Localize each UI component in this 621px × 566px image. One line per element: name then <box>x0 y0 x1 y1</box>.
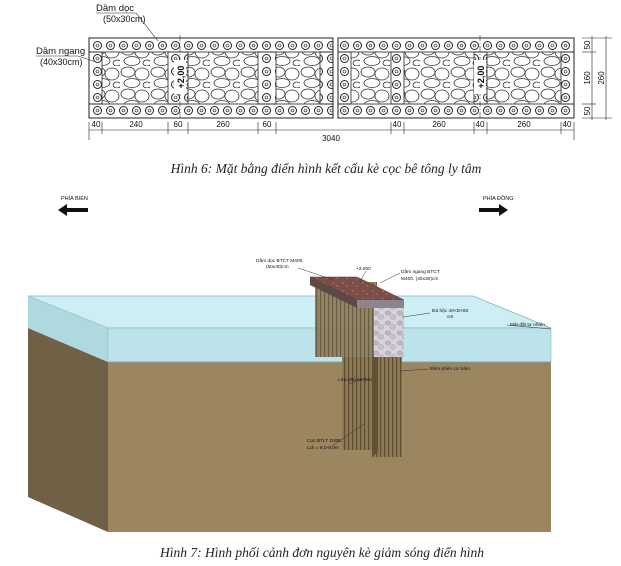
plan-transverse-beam <box>88 51 103 105</box>
plan-elevation-left: +2,00 <box>176 66 186 89</box>
annot-mat-dat: Mặt đất tự nhiên <box>510 322 545 328</box>
figure-6-plan: +2,00 +2,00 Dầm dọc (50x30cm) Dầm ngang … <box>36 3 612 176</box>
plan-transverse-beam <box>390 51 405 105</box>
plan-longitudinal-beam-bottom-right <box>337 103 575 119</box>
plan-longitudinal-beam-bottom-left <box>88 103 334 119</box>
dim-bottom-4: 60 <box>263 120 272 129</box>
annot-dam-ngang-2: M400, (40x30)cm <box>401 276 438 282</box>
dim-bottom-5: 40 <box>393 120 402 129</box>
dim-bottom-8: 260 <box>517 120 531 129</box>
plan-rock-fill <box>487 52 561 104</box>
leader-dam-doc <box>135 12 159 42</box>
figure-6-caption: Hình 6: Mặt bằng điển hình kết cấu kè cọ… <box>170 161 482 176</box>
dim-right-0: 50 <box>583 40 592 49</box>
plan-elevation-right: +2,00 <box>476 66 486 89</box>
beam-side-3d <box>310 277 357 308</box>
dimension-chain-right <box>582 36 612 120</box>
pile-wall-front <box>342 357 372 450</box>
label-dam-ngang: Dầm ngang <box>36 46 85 57</box>
leader-dam-ngang <box>77 55 97 63</box>
soil-front-face <box>108 362 551 532</box>
annot-coc-1: Cọc BTLT D300, <box>307 438 342 444</box>
annot-dam-doc-2: (50x30)cm <box>266 264 289 270</box>
beam-transverse-3d <box>357 300 404 308</box>
dim-bottom-9: 40 <box>563 120 572 129</box>
plan-longitudinal-beam-top-left <box>88 37 334 53</box>
rock-fill-3d <box>374 304 404 357</box>
dim-bottom-2: 60 <box>174 120 183 129</box>
plan-transverse-beam <box>560 51 575 105</box>
arrow-right-label: PHÍA ĐỒNG <box>483 195 514 202</box>
dim-bottom-3: 260 <box>216 120 230 129</box>
plan-rock-fill <box>188 52 258 104</box>
label-dam-ngang-size: (40x30cm) <box>40 57 83 67</box>
annotation-leaders <box>297 267 552 447</box>
dim-right-total: 260 <box>597 71 606 85</box>
dim-bottom-6: 260 <box>432 120 446 129</box>
dimension-chain-bottom <box>88 122 575 140</box>
water-side-face <box>28 296 108 362</box>
water-top-surface <box>27 295 552 329</box>
figure-7-caption: Hình 7: Hình phối cảnh đơn nguyên kè giả… <box>159 545 484 560</box>
annot-dem-phen: Đệm phên cừ tràm <box>430 366 470 372</box>
annot-da-hoc-1: Đá hộc 40<D<60 <box>432 308 469 314</box>
plan-rock-fill <box>276 52 320 104</box>
arrow-left-label: PHÍA BIỂN <box>61 195 88 202</box>
annot-elevation: +2.000 <box>356 266 371 272</box>
dim-right-1: 160 <box>583 71 592 85</box>
dim-total: 3040 <box>322 134 340 143</box>
label-dam-doc: Dầm dọc <box>96 3 134 14</box>
dim-bottom-7: 40 <box>476 120 485 129</box>
annot-lop-phu: Lớp phủ sa mới <box>338 376 372 383</box>
arrow-right-icon <box>479 204 508 216</box>
arrow-left-icon <box>58 204 88 216</box>
annot-dam-doc-1: Dầm dọc BTCT M400, <box>256 258 304 264</box>
plan-rock-fill <box>102 52 168 104</box>
dim-bottom-1: 240 <box>129 120 143 129</box>
plan-rock-fill <box>351 52 391 104</box>
dim-bottom-0: 40 <box>92 120 101 129</box>
figure-7-perspective: PHÍA BIỂN PHÍA ĐỒNG <box>27 195 552 560</box>
plan-transverse-beam <box>319 51 334 105</box>
label-dam-doc-size: (50x30cm) <box>103 14 146 24</box>
pile-wall-back-side <box>372 352 378 457</box>
plan-transverse-beam <box>337 51 352 105</box>
annot-dam-ngang-1: Dầm ngang BTCT <box>401 269 440 275</box>
annot-coc-2: Lck = 8,0-9,0m <box>307 445 339 451</box>
dim-right-2: 50 <box>583 106 592 115</box>
plan-transverse-beam <box>257 51 277 105</box>
soil-side-face <box>28 328 108 532</box>
plan-rock-fill <box>404 52 474 104</box>
annot-da-hoc-2: cm <box>447 315 453 320</box>
plan-longitudinal-beam-top-right <box>337 37 575 53</box>
